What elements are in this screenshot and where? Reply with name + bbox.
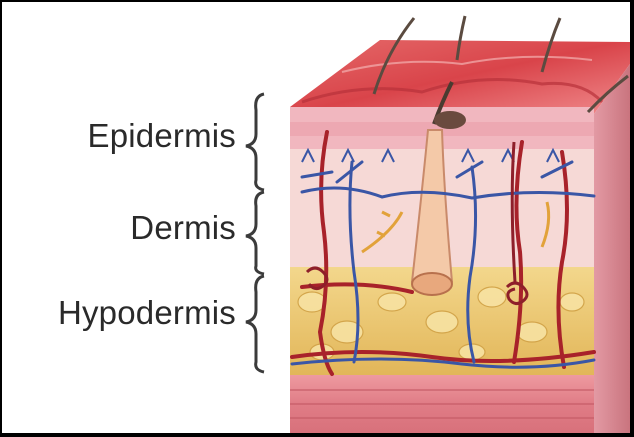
label-hypodermis: Hypodermis [58,294,236,332]
hypodermis-bracket [246,276,264,372]
label-epidermis: Epidermis [87,117,236,155]
dermis-bracket [246,192,264,274]
figure-frame: Epidermis Dermis Hypodermis [2,2,630,433]
hair-bulb [412,273,452,295]
block-side-face [594,64,630,433]
skin-cross-section [2,2,630,433]
epidermis-bracket [246,94,264,190]
skin-surface [290,40,630,114]
label-dermis: Dermis [130,209,236,247]
